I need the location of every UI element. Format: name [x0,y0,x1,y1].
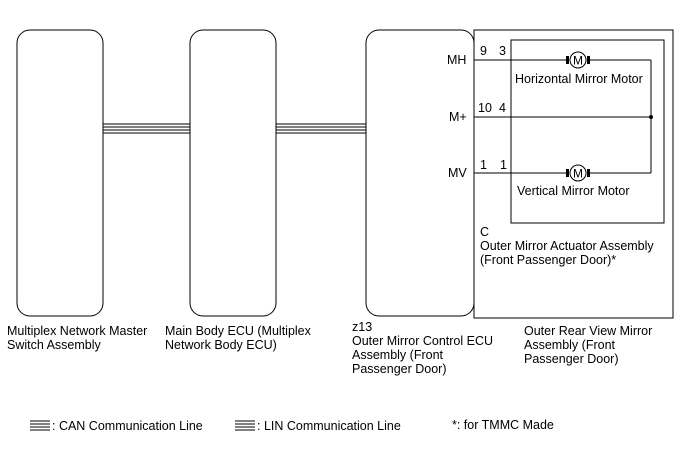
rear-view-mirror-name-1: Outer Rear View Mirror [524,324,653,338]
can-line [103,123,190,134]
pin-mv-actuator: 1 [500,158,507,172]
legend-note: *: for TMMC Made [452,418,554,432]
legend-can-text: : CAN Communication Line [52,419,203,433]
mirror-control-name-1: Outer Mirror Control ECU [352,334,493,348]
pin-mplus-actuator: 4 [499,101,506,115]
pin-mh-actuator: 3 [499,44,506,58]
vertical-motor-label: Vertical Mirror Motor [517,184,630,198]
legend-lin-symbol [235,420,255,431]
terminal-mv-label: MV [448,166,467,180]
main-body-ecu-name-1: Main Body ECU (Multiplex [165,324,311,338]
master-switch-name-2: Switch Assembly [7,338,101,352]
actuator-connector: C [480,225,490,239]
terminal-mplus-label: M+ [449,110,467,124]
rear-view-mirror-box [473,29,674,319]
legend-lin-text: : LIN Communication Line [257,419,401,433]
terminal-mh-label: MH [447,53,467,67]
rear-view-mirror-name-2: Assembly (Front [524,338,615,352]
vertical-motor-symbol: M [566,164,590,182]
mirror-control-name-2: Assembly (Front [352,348,443,362]
legend-can-symbol [30,420,50,431]
main-body-ecu-name-2: Network Body ECU) [165,338,277,352]
pin-mh-ecu: 9 [480,44,487,58]
master-switch-name-1: Multiplex Network Master [7,324,148,338]
horizontal-motor-m: M [573,54,583,68]
horizontal-motor-label: Horizontal Mirror Motor [515,72,643,86]
pin-mv-ecu: 1 [480,158,487,172]
actuator-name-2: (Front Passenger Door)* [480,253,617,267]
master-switch-box [16,29,104,317]
actuator-box [510,39,665,224]
mirror-control-name-3: Passenger Door) [352,362,447,376]
horizontal-motor-symbol: M [566,51,590,69]
rear-view-mirror-name-3: Passenger Door) [524,352,619,366]
lin-line [276,123,366,134]
junction-dot [649,115,653,119]
vertical-motor-m: M [573,167,583,181]
actuator-name-1: Outer Mirror Actuator Assembly [480,239,654,253]
pin-mplus-ecu: 10 [478,101,492,115]
mirror-control-connector: z13 [352,320,373,334]
main-body-ecu-box [189,29,277,317]
